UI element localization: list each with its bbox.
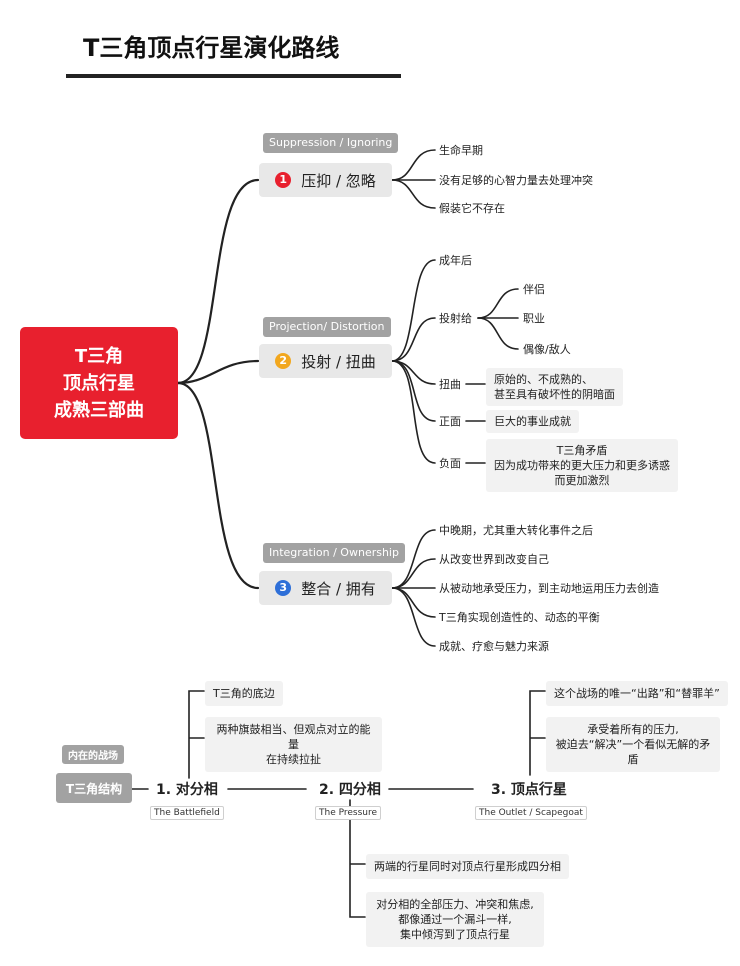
- stage-3-note: 这个战场的唯一“出路”和“替罪羊”: [546, 681, 728, 706]
- branch3-node: 3 整合 / 拥有: [259, 571, 392, 605]
- branch1-leaf: 生命早期: [439, 144, 483, 157]
- connector-b3-leaf4: [391, 587, 436, 618]
- connector-root-branch3: [176, 381, 260, 590]
- connector-root-branch2: [176, 359, 260, 385]
- project-item: 偶像/敌人: [523, 343, 571, 356]
- branch2-distort-text: 原始的、不成熟的、 甚至具有破坏性的阴暗面: [486, 368, 623, 406]
- branch2-label: 投射 / 扭曲: [301, 352, 376, 371]
- branch3-leaf: 成就、疗愈与魅力来源: [439, 640, 549, 653]
- number-3-icon: 3: [275, 580, 292, 596]
- structure-node: T三角结构: [56, 773, 132, 803]
- stage-3-label: 3. 顶点行星: [491, 782, 567, 798]
- branch2-positive-text: 巨大的事业成就: [486, 410, 579, 433]
- branch1-tag: Suppression / Ignoring: [263, 133, 399, 153]
- page-title: T三角顶点行星演化路线: [83, 34, 340, 62]
- branch3-leaf: T三角实现创造性的、动态的平衡: [439, 611, 600, 624]
- stage-2-note: 对分相的全部压力、冲突和焦虑, 都像通过一个漏斗一样, 集中倾泻到了顶点行星: [366, 892, 544, 947]
- connector-b1-leaf1: [391, 149, 436, 181]
- connector-stage1-notes: [188, 690, 205, 779]
- branch2-distort-label: 扭曲: [439, 378, 461, 391]
- branch2-leaf-after: 成年后: [439, 254, 472, 267]
- connector-project-3: [477, 317, 519, 350]
- branch1-leaf: 假装它不存在: [439, 202, 505, 215]
- connector-b2-after: [391, 259, 436, 362]
- branch2-positive-label: 正面: [439, 415, 461, 428]
- root-line-2: 顶点行星: [63, 372, 135, 394]
- structure-tag: 内在的战场: [62, 745, 124, 764]
- stage-2-subtitle: The Pressure: [315, 806, 382, 820]
- branch1-node: 1 压抑 / 忽略: [259, 163, 392, 197]
- branch1-leaf: 没有足够的心智力量去处理冲突: [439, 174, 593, 187]
- stage-1-note: 两种旗鼓相当、但观点对立的能量 在持续拉扯: [205, 717, 382, 772]
- branch3-leaf: 从改变世界到改变自己: [439, 553, 549, 566]
- connector-b3-leaf5: [391, 587, 436, 647]
- connector-project-1: [477, 288, 519, 319]
- connector-b3-leaf2: [391, 558, 436, 589]
- stage-2-note: 两端的行星同时对顶点行星形成四分相: [366, 854, 569, 879]
- connector-b1-leaf3: [391, 179, 436, 209]
- connector-b2-project: [391, 317, 436, 362]
- branch2-negative-label: 负面: [439, 457, 461, 470]
- project-item: 伴侣: [523, 283, 545, 296]
- branch2-project-label: 投射给: [439, 312, 472, 325]
- stage-3-note: 承受着所有的压力, 被迫去“解决”一个看似无解的矛盾: [546, 717, 720, 772]
- connector-b2-negative: [391, 360, 436, 464]
- stage-2-label: 2. 四分相: [319, 782, 381, 798]
- root-node: T三角 顶点行星 成熟三部曲: [20, 327, 178, 439]
- root-line-3: 成熟三部曲: [54, 399, 144, 421]
- branch3-tag: Integration / Ownership: [263, 543, 405, 563]
- branch3-leaf: 中晚期，尤其重大转化事件之后: [439, 524, 593, 537]
- connector-stage2-notes: [349, 799, 366, 918]
- stage-3-subtitle: The Outlet / Scapegoat: [475, 806, 587, 820]
- project-item: 职业: [523, 312, 545, 325]
- branch2-tag: Projection/ Distortion: [263, 317, 391, 337]
- number-1-icon: 1: [275, 172, 292, 188]
- stage-1-subtitle: The Battlefield: [150, 806, 224, 820]
- root-line-1: T三角: [74, 345, 124, 367]
- branch2-node: 2 投射 / 扭曲: [259, 344, 392, 378]
- branch3-label: 整合 / 拥有: [301, 579, 376, 598]
- branch1-label: 压抑 / 忽略: [301, 171, 376, 190]
- stage-1-label: 1. 对分相: [156, 782, 218, 798]
- number-2-icon: 2: [275, 353, 292, 369]
- connector-b2-distort: [391, 360, 436, 385]
- stage-1-note: T三角的底边: [205, 681, 283, 706]
- title-underline: [66, 74, 401, 78]
- branch2-negative-text: T三角矛盾 因为成功带来的更大压力和更多诱惑 而更加激烈: [486, 439, 678, 492]
- connector-root-branch1: [176, 178, 260, 385]
- branch3-leaf: 从被动地承受压力，到主动地运用压力去创造: [439, 582, 659, 595]
- connector-stage3-notes: [529, 690, 546, 776]
